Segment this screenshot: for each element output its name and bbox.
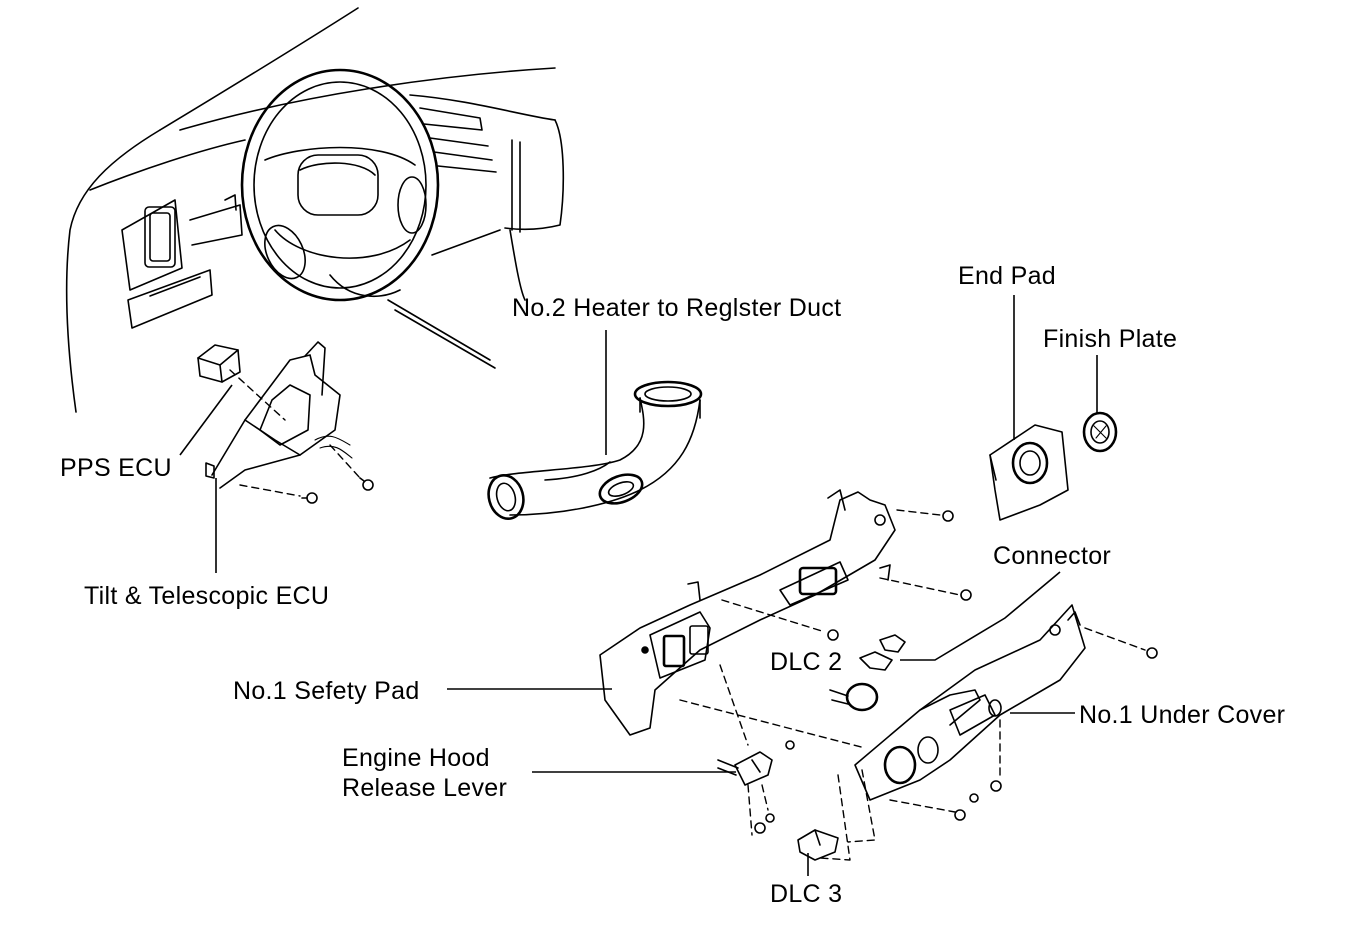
end-pad-label: End Pad: [958, 262, 1056, 290]
connector-label: Connector: [993, 542, 1111, 570]
no2-heater-duct-label: No.2 Heater to Reglster Duct: [512, 294, 841, 322]
safety-pad-illustration: [599, 489, 972, 749]
no1-under-cover-label: No.1 Under Cover: [1079, 701, 1285, 729]
dashboard-illustration: [65, 7, 565, 413]
engine-hood-label-line2: Release Lever: [342, 774, 507, 802]
finish-plate-label: Finish Plate: [1043, 325, 1177, 353]
dlc2-label: DLC 2: [770, 648, 842, 676]
ecu-bracket-illustration: [197, 341, 374, 504]
leader-lines: [179, 295, 1098, 876]
engine-hood-label-line1: Engine Hood: [342, 744, 490, 772]
pps-ecu-label: PPS ECU: [60, 454, 172, 482]
heater-duct-illustration: [487, 380, 703, 521]
end-pad-illustration: [989, 411, 1118, 521]
dlc3-label: DLC 3: [770, 880, 842, 908]
connector-dlc2-illustration: [829, 634, 906, 712]
tilt-telescopic-ecu-label: Tilt & Telescopic ECU: [84, 582, 329, 610]
labels: No.2 Heater to Reglster Duct End Pad Fin…: [60, 262, 1285, 908]
hood-lever-dlc3-illustration: [717, 740, 876, 861]
no1-safety-pad-label: No.1 Sefety Pad: [233, 677, 420, 705]
under-cover-illustration: [854, 604, 1158, 821]
